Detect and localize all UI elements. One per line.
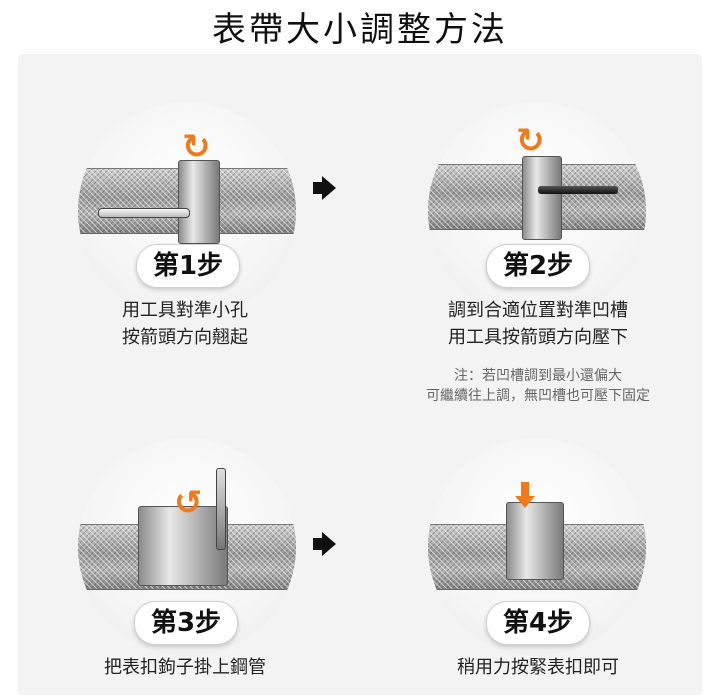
step3-line1: 把表扣鉤子掛上鋼管 <box>104 657 266 678</box>
step4-line1: 稍用力按緊表扣即可 <box>457 657 619 678</box>
step1-line1: 用工具對準小孔 <box>122 300 248 321</box>
clasp <box>178 160 220 244</box>
step1-line2: 按箭頭方向翹起 <box>122 327 248 348</box>
step1-description: 用工具對準小孔 按箭頭方向翹起 <box>50 297 320 351</box>
clasp <box>506 502 564 580</box>
clasp <box>522 156 562 240</box>
clasp <box>138 506 228 586</box>
step2-image: ↻ <box>428 102 646 320</box>
step4-badge: 第4步 <box>486 601 590 645</box>
step2-description: 調到合適位置對準凹槽 用工具按箭頭方向壓下 <box>398 297 678 351</box>
instructions-panel: ↻ 第1步 ↻ 第2步 用工具對準小孔 按箭頭方向翹起 調到合適位置對準凹槽 用… <box>18 54 702 695</box>
arrow-down-icon <box>515 482 535 508</box>
step3-description: 把表扣鉤子掛上鋼管 <box>50 654 320 681</box>
page-title: 表帶大小調整方法 <box>212 10 508 50</box>
step2-line1: 調到合適位置對準凹槽 <box>448 300 628 321</box>
step2-note-line1: 注：若凹槽調到最小還偏大 <box>454 368 622 384</box>
step2-badge: 第2步 <box>486 244 590 288</box>
screwdriver <box>538 186 618 194</box>
step3-badge: 第3步 <box>134 601 238 645</box>
curved-arrow-icon: ↺ <box>174 483 203 523</box>
step2-note-line2: 可繼續往上調，無凹槽也可壓下固定 <box>426 388 650 404</box>
step3-image: ↺ <box>78 438 296 656</box>
curved-arrow-icon: ↻ <box>182 127 211 167</box>
tool <box>98 208 190 218</box>
step2-note: 注：若凹槽調到最小還偏大 可繼續往上調，無凹槽也可壓下固定 <box>380 366 696 406</box>
step1-badge: 第1步 <box>136 244 240 288</box>
step2-line2: 用工具按箭頭方向壓下 <box>448 327 628 348</box>
steel-pin <box>216 468 226 550</box>
step4-description: 稍用力按緊表扣即可 <box>398 654 678 681</box>
curved-arrow-icon: ↻ <box>516 121 545 161</box>
